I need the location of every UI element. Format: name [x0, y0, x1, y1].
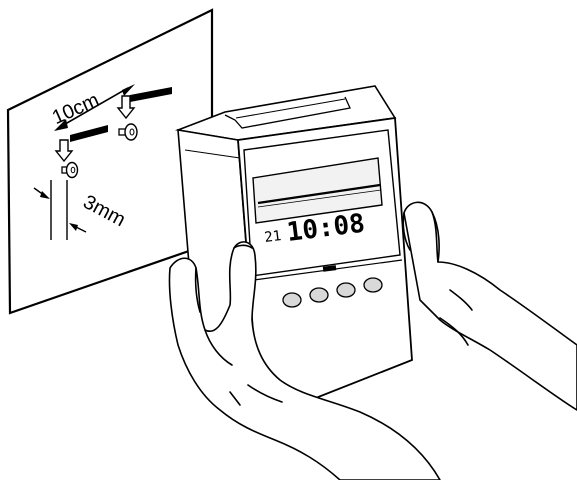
button-1[interactable] [283, 293, 301, 307]
display-date: 21 [264, 228, 283, 246]
right-hand-palm [404, 202, 577, 410]
button-4[interactable] [364, 278, 382, 292]
right-hand [403, 202, 577, 410]
button-3[interactable] [337, 283, 355, 297]
button-2[interactable] [310, 288, 328, 302]
